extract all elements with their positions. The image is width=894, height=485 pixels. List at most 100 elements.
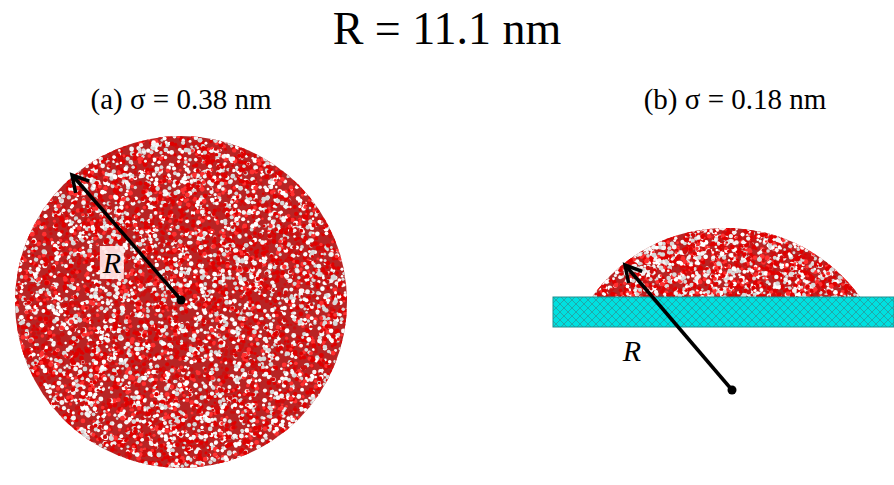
- molecule-atom: [268, 464, 271, 467]
- molecule-atom: [285, 159, 289, 163]
- molecule-atom: [15, 400, 19, 404]
- molecule-atom: [159, 225, 162, 228]
- molecule-atom: [340, 243, 344, 247]
- molecule-atom: [342, 379, 345, 382]
- molecule-atom: [230, 363, 233, 366]
- molecule-atom: [177, 336, 181, 340]
- molecule-atom: [342, 427, 345, 430]
- molecule-atom: [101, 301, 105, 305]
- molecule-atom: [15, 400, 20, 405]
- molecule-atom: [329, 436, 333, 440]
- molecule-atom: [33, 141, 37, 145]
- molecule-atom: [339, 142, 343, 146]
- molecule-atom: [345, 323, 348, 326]
- molecule-atom: [17, 247, 20, 250]
- molecule-atom: [232, 169, 235, 172]
- molecule-atom: [317, 195, 320, 198]
- molecule-atom: [269, 463, 273, 467]
- molecule-atom: [263, 465, 266, 468]
- molecule-atom: [81, 466, 86, 471]
- molecule-atom: [17, 162, 20, 165]
- molecule-atom: [289, 410, 292, 413]
- molecule-atom: [298, 154, 301, 157]
- molecule-atom: [30, 218, 35, 223]
- molecule-atom: [43, 134, 47, 138]
- molecule-atom: [283, 162, 286, 165]
- molecule-atom: [304, 447, 306, 449]
- molecule-atom: [306, 150, 310, 154]
- molecule-atom: [329, 411, 333, 415]
- molecule-atom: [147, 137, 151, 141]
- molecule-atom: [61, 164, 66, 169]
- molecule-atom: [326, 152, 329, 155]
- molecule-atom: [211, 319, 214, 322]
- molecule-atom: [190, 145, 193, 148]
- molecule-atom: [17, 229, 21, 233]
- molecule-atom: [346, 168, 351, 173]
- molecule-atom: [31, 461, 34, 464]
- molecule-atom: [15, 420, 18, 423]
- molecule-atom: [296, 444, 299, 447]
- molecule-atom: [13, 227, 16, 230]
- molecule-atom: [232, 465, 237, 470]
- molecule-atom: [244, 137, 249, 142]
- molecule-atom: [330, 429, 334, 433]
- molecule-atom: [39, 457, 42, 460]
- molecule-atom: [126, 338, 129, 341]
- molecule-atom: [284, 231, 288, 235]
- molecule-atom: [173, 135, 177, 139]
- molecule-atom: [342, 397, 347, 402]
- molecule-atom: [320, 206, 324, 210]
- molecule-atom: [346, 189, 349, 192]
- molecule-atom: [308, 191, 312, 195]
- molecule-atom: [284, 156, 288, 160]
- molecule-atom: [299, 212, 302, 215]
- molecule-atom: [332, 145, 335, 148]
- molecule-atom: [290, 249, 294, 253]
- molecule-atom: [20, 445, 23, 448]
- molecule-atom: [80, 438, 84, 442]
- molecule-atom: [331, 209, 334, 212]
- molecule-atom: [304, 425, 307, 428]
- molecule-atom: [101, 459, 104, 462]
- molecule-atom: [17, 148, 22, 153]
- molecule-atom: [341, 388, 344, 391]
- molecule-atom: [294, 466, 297, 469]
- molecule-atom: [262, 403, 265, 406]
- molecule-atom: [342, 139, 346, 143]
- molecule-atom: [272, 467, 275, 470]
- molecule-atom: [15, 161, 18, 164]
- molecule-atom: [110, 447, 115, 452]
- molecule-atom: [246, 462, 250, 466]
- molecule-atom: [319, 455, 324, 460]
- molecule-atom: [49, 421, 52, 424]
- molecule-atom: [18, 228, 22, 232]
- molecule-atom: [272, 159, 276, 163]
- molecule-atom: [319, 436, 322, 439]
- molecule-atom: [304, 434, 309, 439]
- molecule-atom: [42, 446, 47, 451]
- molecule-atom: [16, 236, 21, 241]
- molecule-atom: [51, 421, 56, 426]
- molecule-atom: [55, 150, 58, 153]
- molecule-atom: [304, 168, 308, 172]
- molecule-atom: [156, 217, 159, 220]
- molecule-atom: [329, 230, 334, 235]
- molecule-atom: [14, 370, 17, 373]
- molecule-atom: [36, 414, 40, 418]
- molecule-atom: [39, 443, 42, 446]
- molecule-atom: [333, 165, 336, 168]
- molecule-atom: [298, 311, 303, 316]
- molecule-atom: [296, 171, 300, 175]
- molecule-atom: [15, 411, 18, 414]
- molecule-atom: [321, 403, 325, 407]
- molecule-atom: [15, 253, 18, 256]
- molecule-atom: [38, 197, 43, 202]
- molecule-atom: [342, 392, 346, 396]
- molecule-atom: [98, 443, 102, 447]
- molecule-atom: [63, 432, 67, 436]
- molecule-atom: [277, 297, 281, 301]
- molecule-atom: [345, 420, 349, 424]
- molecule-atom: [33, 193, 37, 197]
- molecule-atom: [293, 163, 297, 167]
